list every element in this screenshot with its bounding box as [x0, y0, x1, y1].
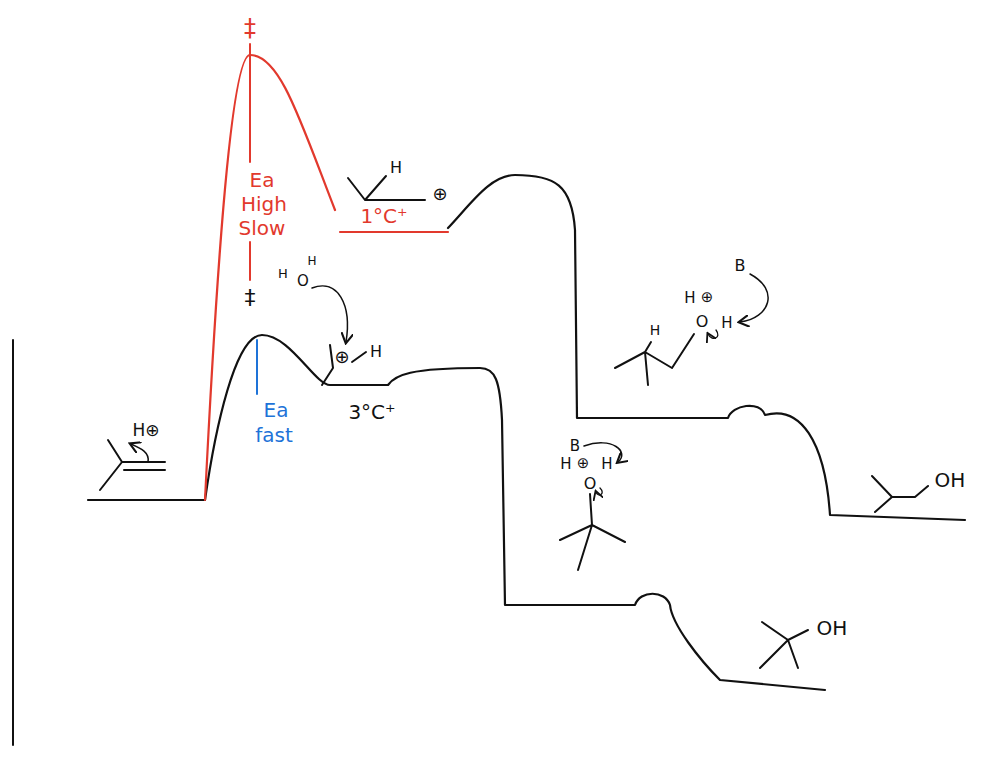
base-label: B	[570, 438, 580, 455]
atom-label: H	[684, 290, 695, 307]
tertiary-oxonium-skeleton	[560, 494, 625, 570]
activation-energy-label: Ea	[250, 169, 275, 191]
reagent-label: H⊕	[132, 421, 159, 440]
tert-butanol-skeleton	[760, 622, 808, 668]
energy-curve-tertiary	[88, 335, 825, 690]
curved-arrow	[740, 274, 768, 322]
atom-label: H	[390, 159, 402, 177]
rate-note: Slow	[239, 217, 286, 239]
atom-label: H	[650, 323, 661, 338]
primary-cation-skeleton	[348, 176, 425, 200]
charge-label: ⊕	[577, 455, 590, 472]
atom-label: H	[278, 267, 288, 281]
activation-energy-label: Ea	[264, 399, 289, 421]
tertiary-cation-skeleton	[322, 345, 366, 385]
atom-label: H	[307, 255, 316, 268]
curved-arrow	[131, 444, 148, 462]
atom-label: O	[584, 475, 597, 493]
intermediate-label: 3°C⁺	[348, 401, 395, 423]
curved-arrow	[312, 286, 347, 342]
atom-label: H	[560, 456, 571, 473]
ea-bar-red	[249, 44, 251, 280]
atom-label: O	[297, 273, 309, 290]
charge-label: ⊕	[701, 289, 714, 306]
product-label: OH	[817, 617, 848, 639]
plateau-underline	[340, 231, 448, 233]
bond-arrow	[708, 330, 718, 338]
energy-curve-red	[205, 55, 335, 500]
base-label: B	[735, 257, 746, 275]
primary-oxonium-skeleton	[615, 334, 694, 385]
axis-line	[12, 340, 14, 745]
energy-curve-primary	[448, 175, 965, 520]
bond-arrow	[596, 488, 602, 495]
atom-label: O	[696, 313, 709, 331]
ea-bar-blue	[256, 340, 258, 394]
transition-state-mark: ‡	[244, 15, 256, 41]
transition-state-mark: ‡	[245, 286, 256, 310]
charge-label: ⊕	[334, 347, 349, 367]
alkene-skeleton	[100, 440, 165, 490]
atom-label: H	[721, 315, 732, 332]
isobutanol-skeleton	[872, 476, 928, 512]
product-label: OH	[935, 469, 966, 491]
atom-label: H	[370, 343, 382, 361]
rate-note: High	[241, 193, 287, 215]
charge-label: ⊕	[432, 184, 447, 204]
atom-label: H	[601, 456, 612, 473]
rate-note: fast	[255, 424, 293, 446]
intermediate-label: 1°C⁺	[360, 205, 407, 227]
